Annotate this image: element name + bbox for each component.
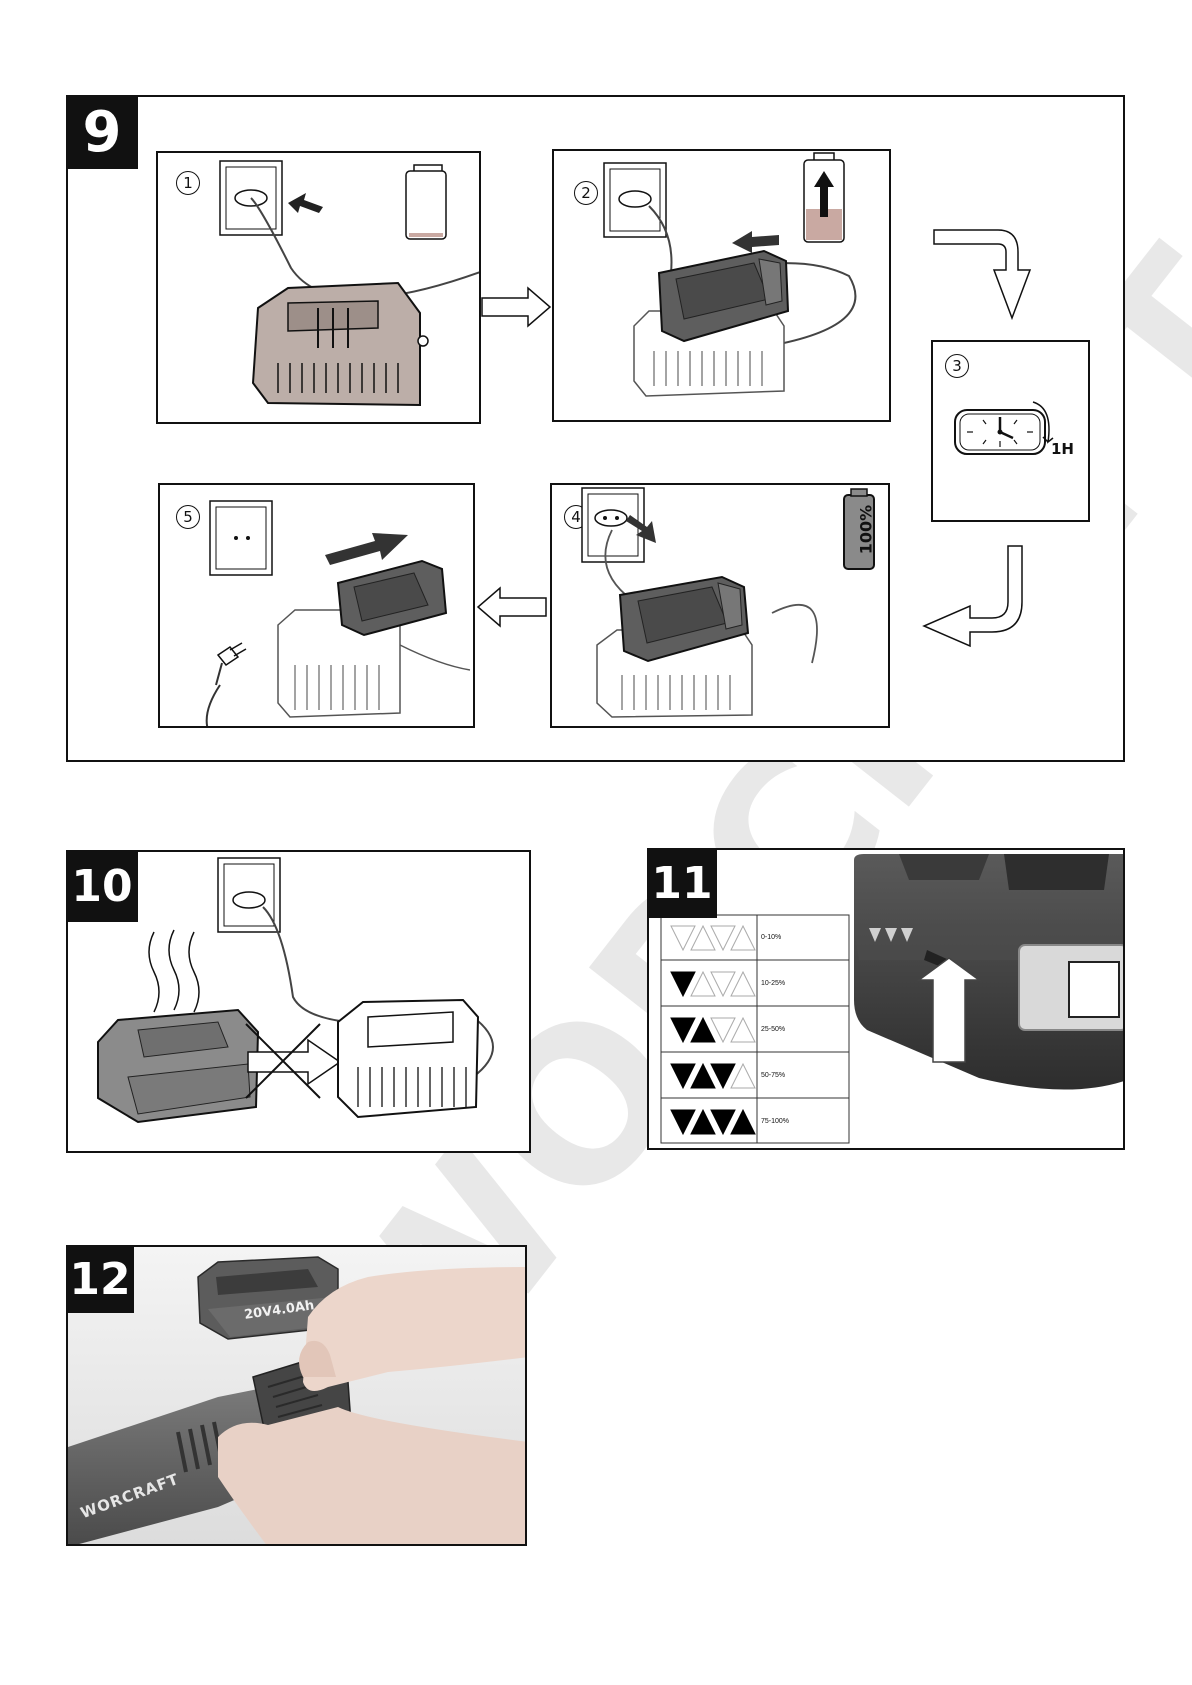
figure-12-label: 12 <box>66 1245 134 1313</box>
curved-arrow-left-icon <box>922 542 1034 652</box>
figure-11: 0-10% 10-25% 25-50% 50-75% 75-100% <box>647 848 1125 1150</box>
step-5-panel: 5 <box>158 483 475 728</box>
battery-charging-icon <box>804 153 844 242</box>
battery-empty-icon <box>406 165 446 239</box>
charge-full-label: 100% <box>857 500 876 560</box>
level-label: 0-10% <box>761 934 781 941</box>
step-2-illustration <box>554 151 891 422</box>
arrow-right-icon <box>480 286 552 328</box>
step-3-panel: 3 1H <box>931 340 1090 522</box>
level-label: 25-50% <box>761 1026 785 1033</box>
step-2-panel: 2 <box>552 149 891 422</box>
clock-icon <box>933 342 1090 522</box>
step-1-panel: 1 <box>156 151 481 424</box>
level-label: 50-75% <box>761 1072 785 1079</box>
battery-photo <box>649 850 1125 1150</box>
battery-pack-icon <box>338 561 446 635</box>
level-label: 75-100% <box>761 1118 789 1125</box>
step-5-illustration <box>160 485 475 728</box>
figure-10-label: 10 <box>66 850 138 922</box>
charge-indicator-icon <box>869 928 913 942</box>
step-4-illustration <box>552 485 890 728</box>
curved-arrow-down-icon <box>928 222 1038 322</box>
figure-11-label: 11 <box>647 848 717 918</box>
figure-12: 20V4.0Ah WORCRAFT <box>66 1245 527 1546</box>
step-1-illustration <box>158 153 481 424</box>
charger-icon <box>253 283 428 405</box>
level-label: 10-25% <box>761 980 785 987</box>
figure-9-label: 9 <box>66 95 138 169</box>
step-4-panel: 4 100% <box>550 483 890 728</box>
battery-pack-icon <box>98 1010 258 1122</box>
charge-time-label: 1H <box>1051 440 1074 458</box>
arrow-left-icon <box>476 586 548 628</box>
